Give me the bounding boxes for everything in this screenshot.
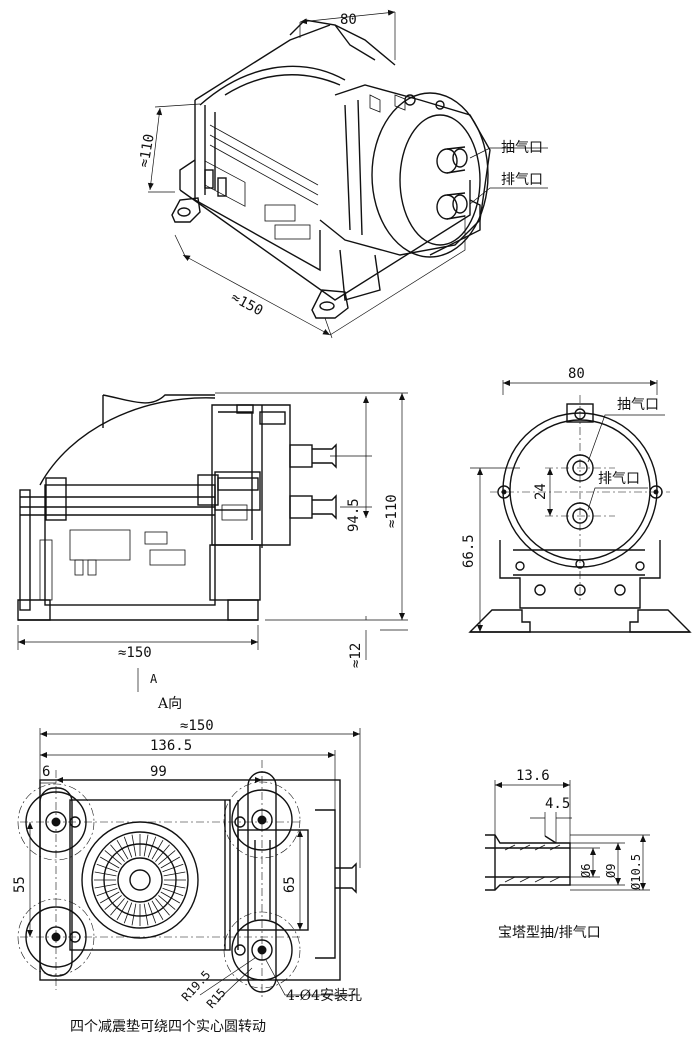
top-dim-hole-spacing-y: 55 bbox=[12, 876, 28, 893]
top-dim-overall: ≈150 bbox=[180, 718, 214, 734]
top-view: ≈150 136.5 99 6 55 65 R19.5 R15 4-Ø4安装孔 … bbox=[12, 718, 362, 1035]
grille-spoke bbox=[131, 903, 137, 926]
iso-dim-length: ≈150 bbox=[228, 289, 265, 319]
view-arrow-caption: A向 bbox=[157, 696, 182, 712]
view-arrow-a: A A向 bbox=[137, 668, 182, 712]
grille-spoke bbox=[162, 887, 184, 897]
isometric-view: 80 ≈110 ≈150 抽气口 排气口 bbox=[136, 9, 548, 339]
grille-spoke bbox=[116, 839, 129, 860]
grille-spoke bbox=[94, 871, 117, 877]
grille-spoke bbox=[158, 850, 176, 865]
iso-label-suction: 抽气口 bbox=[501, 140, 543, 156]
grille-spoke bbox=[143, 834, 149, 857]
grille-spoke bbox=[163, 883, 186, 889]
iso-label-exhaust: 排气口 bbox=[501, 172, 543, 188]
side-port-suction bbox=[289, 443, 337, 469]
grille-spoke bbox=[99, 856, 120, 869]
grille-spoke bbox=[110, 844, 125, 862]
grille-spoke bbox=[143, 903, 149, 926]
side-dim-port-height: 94.5 bbox=[346, 498, 362, 532]
top-note-bottom: 四个减震垫可绕四个实心圆转动 bbox=[70, 1019, 266, 1035]
grille-spoke bbox=[147, 902, 157, 924]
grille-spoke bbox=[163, 871, 186, 877]
side-view: ≈150 94.5 ≈110 ≈12 bbox=[17, 392, 408, 668]
iso-dim-width: 80 bbox=[340, 12, 357, 28]
grille-spoke bbox=[123, 836, 133, 858]
side-port-exhaust bbox=[289, 494, 337, 520]
top-dim-hole-spacing-x: 99 bbox=[150, 764, 167, 780]
grille-spoke bbox=[147, 836, 157, 858]
grille-spoke bbox=[96, 863, 118, 873]
view-arrow-marker: A bbox=[150, 672, 158, 686]
grille-spoke bbox=[151, 900, 164, 921]
top-dim-width: 65 bbox=[282, 876, 298, 893]
barb-dim-length: 13.6 bbox=[516, 768, 550, 784]
barb-detail: 13.6 4.5 Ø6 Ø9 Ø10.5 宝塔型抽/排气口 bbox=[485, 768, 650, 941]
end-dim-width: 80 bbox=[568, 366, 585, 382]
grille-spoke bbox=[94, 883, 117, 889]
barb-dim-step: 4.5 bbox=[545, 796, 570, 812]
barb-dim-outer: Ø9 bbox=[604, 864, 618, 878]
grille-spoke bbox=[162, 863, 184, 873]
barb-caption: 宝塔型抽/排气口 bbox=[498, 925, 601, 941]
grille-spoke bbox=[155, 844, 170, 862]
end-view: 80 24 66.5 抽气口 排气口 bbox=[461, 366, 692, 633]
end-label-suction: 抽气口 bbox=[617, 397, 659, 413]
grille-spoke bbox=[155, 898, 170, 916]
barb-dim-max: Ø10.5 bbox=[629, 854, 643, 890]
end-label-exhaust: 排气口 bbox=[598, 471, 640, 487]
grille-spoke bbox=[123, 902, 133, 924]
grille-spoke bbox=[104, 895, 122, 910]
top-dim-r2: R15 bbox=[204, 986, 229, 1011]
grille-spoke bbox=[158, 895, 176, 910]
barb-dim-bore: Ø6 bbox=[579, 864, 593, 878]
grille-spoke bbox=[131, 834, 137, 857]
grille-spoke bbox=[110, 898, 125, 916]
grille-spoke bbox=[99, 891, 120, 904]
grille-spoke bbox=[96, 887, 118, 897]
side-dim-height: ≈110 bbox=[384, 494, 400, 528]
side-dim-length: ≈150 bbox=[118, 645, 152, 661]
end-dim-port-spacing: 24 bbox=[533, 483, 549, 500]
top-dim-body: 136.5 bbox=[150, 738, 192, 754]
grille-spoke bbox=[116, 900, 129, 921]
iso-port-exhaust bbox=[436, 192, 468, 220]
grille-spoke bbox=[160, 891, 181, 904]
grille-spoke bbox=[160, 856, 181, 869]
top-dim-offset: 6 bbox=[42, 764, 50, 780]
grille-spoke bbox=[151, 839, 164, 860]
top-note-holes: 4-Ø4安装孔 bbox=[286, 988, 362, 1004]
end-dim-axis-height: 66.5 bbox=[461, 534, 477, 568]
iso-port-suction bbox=[436, 146, 468, 174]
side-dim-foot: ≈12 bbox=[348, 643, 364, 668]
grille-spoke bbox=[104, 850, 122, 865]
iso-dim-height: ≈110 bbox=[136, 133, 158, 169]
